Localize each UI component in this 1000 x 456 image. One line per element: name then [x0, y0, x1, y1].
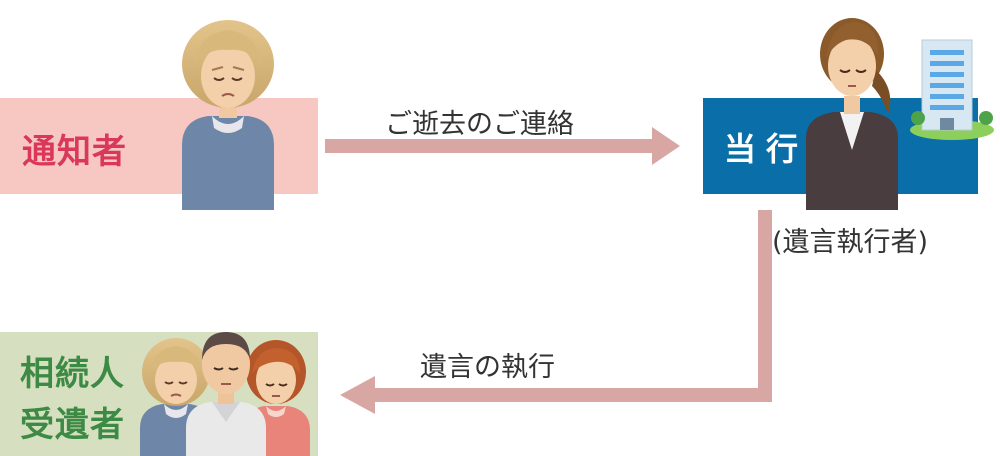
heirs-group-icon — [140, 332, 310, 456]
notify-arrow-label: ご逝去のご連絡 — [385, 109, 574, 140]
notifier-label: 通知者 — [22, 132, 127, 172]
bank-role-label: (遺言執行者) — [772, 227, 929, 258]
notify-arrow — [325, 127, 680, 165]
heirs-label-line1: 相続人 — [20, 354, 125, 394]
execute-arrow — [340, 210, 772, 414]
office-building-icon — [910, 39, 994, 140]
bank-label: 当行 — [724, 130, 809, 168]
execute-arrow-label: 遺言の執行 — [420, 352, 555, 383]
heirs-label-line2: 受遺者 — [20, 405, 125, 445]
elderly-woman-icon — [182, 20, 274, 210]
businesswoman-icon — [806, 18, 898, 210]
heir-man-icon — [186, 332, 266, 456]
